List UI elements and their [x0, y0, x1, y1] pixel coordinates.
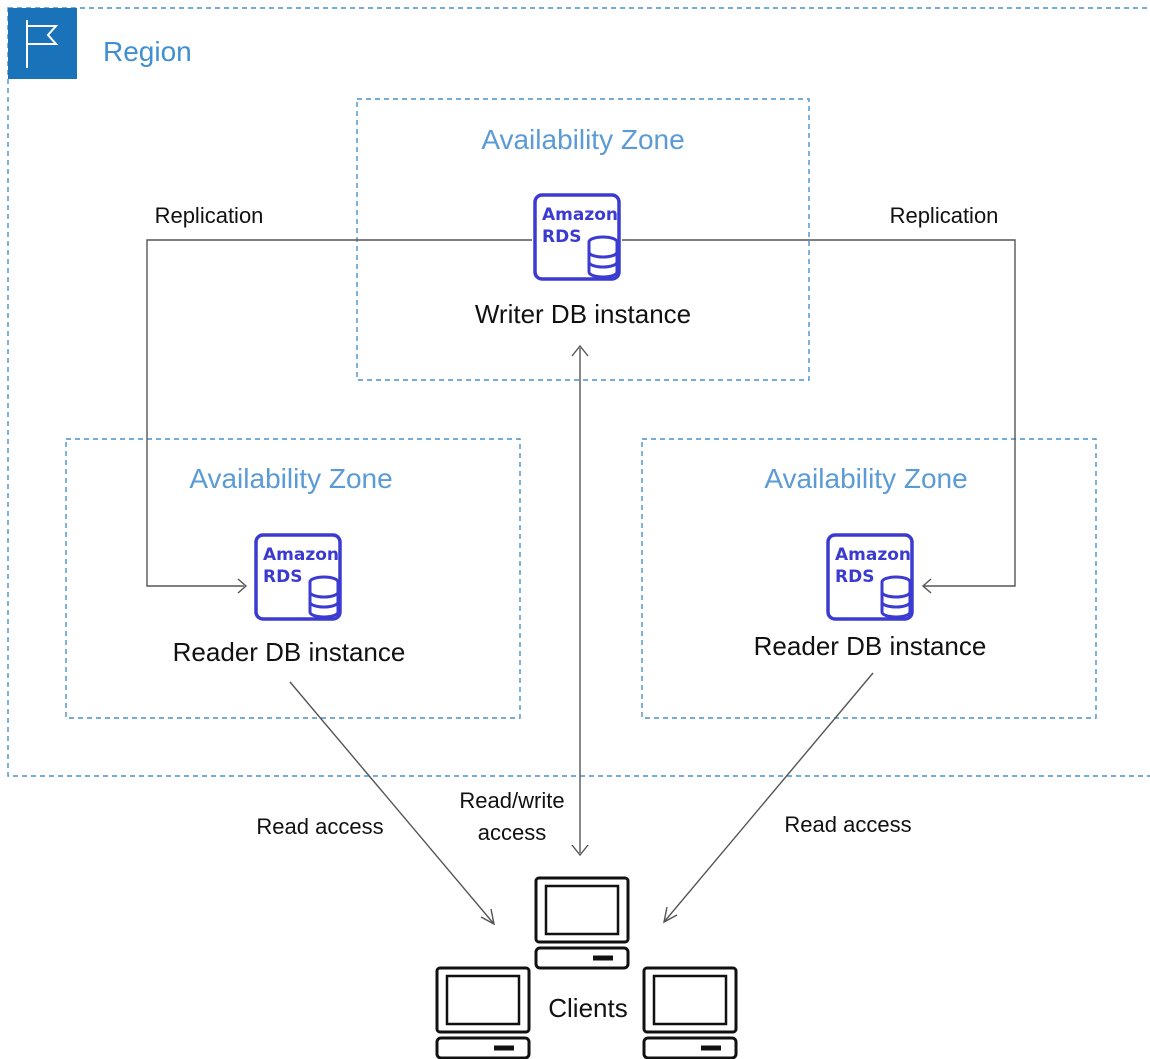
read-access-connector-right — [663, 672, 874, 923]
read-access-label-left: Read access — [256, 814, 383, 839]
zone-label-writer: Availability Zone — [481, 124, 684, 155]
replication-label-right: Replication — [890, 203, 999, 228]
rds-icon-text-rds: RDS — [542, 227, 581, 247]
client-computer-icon — [536, 878, 628, 968]
client-computer-icon — [644, 968, 736, 1058]
read-write-label-line2: access — [478, 820, 546, 845]
region-boundary — [7, 7, 1150, 777]
availability-zone-reader-left — [65, 438, 521, 719]
replication-label-left: Replication — [155, 203, 264, 228]
rds-icon-text-rds: RDS — [263, 567, 302, 587]
rds-icon-text-rds: RDS — [835, 567, 874, 587]
availability-zone-reader-right — [641, 438, 1097, 719]
rds-icon-text-amazon: Amazon — [542, 205, 618, 225]
client-computer-icon — [437, 968, 529, 1058]
clients-label: Clients — [548, 993, 627, 1023]
rds-icon-text-amazon: Amazon — [835, 545, 911, 565]
writer-db-instance-label: Writer DB instance — [475, 299, 691, 329]
rds-icon-text-amazon: Amazon — [263, 545, 339, 565]
arrowhead — [237, 578, 248, 594]
zone-label-reader-left: Availability Zone — [189, 463, 392, 494]
read-access-connector-left — [289, 681, 495, 925]
replication-connector-left — [146, 239, 532, 587]
arrowhead — [663, 906, 678, 924]
amazon-rds-icon-reader-right: Amazon RDS — [826, 533, 914, 621]
read-write-label-line1: Read/write — [459, 788, 564, 813]
zone-label-reader-right: Availability Zone — [764, 463, 967, 494]
reader-db-instance-label-right: Reader DB instance — [754, 631, 987, 661]
replication-connector-right — [622, 239, 1016, 587]
flag-icon — [8, 8, 77, 79]
arrowhead — [480, 908, 495, 926]
read-access-label-right: Read access — [784, 812, 911, 837]
arrowhead — [921, 578, 932, 594]
amazon-rds-icon-reader-left: Amazon RDS — [254, 533, 342, 621]
arrowhead — [571, 844, 589, 857]
amazon-rds-icon-writer: Amazon RDS — [533, 193, 621, 281]
arrowhead — [571, 344, 589, 357]
reader-db-instance-label-left: Reader DB instance — [173, 637, 406, 667]
region-label: Region — [103, 36, 192, 67]
